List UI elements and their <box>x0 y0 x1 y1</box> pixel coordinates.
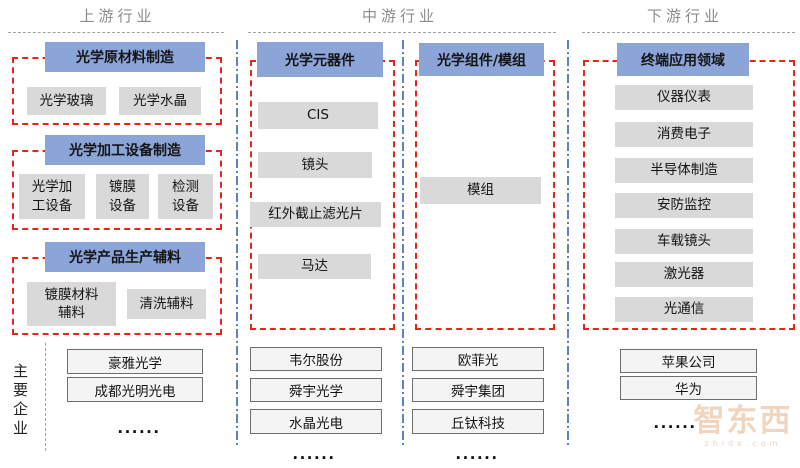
item-optical-processing-equipment: 光学加 工设备 <box>19 174 85 219</box>
section-label-upstream: 上游行业 <box>79 7 156 25</box>
downstream-ellipsis: ...... <box>653 414 697 432</box>
company-huawei: 华为 <box>620 376 757 400</box>
header-terminal-applications: 终端应用领域 <box>617 43 749 76</box>
company-sunny-optical: 舜宇光学 <box>250 378 382 402</box>
item-coating-materials: 镀膜材料 辅料 <box>27 282 116 326</box>
item-optical-communication: 光通信 <box>615 297 753 322</box>
enterprises-row-separator <box>45 343 46 451</box>
company-cdgm: 成都光明光电 <box>67 377 203 402</box>
header-optical-raw-materials: 光学原材料制造 <box>45 42 205 72</box>
row-label-main-enterprises: 主要企业 <box>11 363 29 439</box>
midstream1-ellipsis: ...... <box>292 445 336 463</box>
item-optical-crystal: 光学水晶 <box>119 87 201 115</box>
header-optical-components: 光学元器件 <box>257 42 383 77</box>
separator-midstream-columns <box>402 40 404 448</box>
section-label-midstream: 中游行业 <box>361 7 438 25</box>
downstream-divider-line <box>582 32 795 33</box>
item-laser: 激光器 <box>615 262 753 287</box>
watermark-logo: 智东西 <box>693 403 793 439</box>
item-cleaning-auxiliary: 清洗辅料 <box>127 289 206 319</box>
company-ofilm: 欧菲光 <box>412 347 544 371</box>
item-testing-equipment: 检测 设备 <box>158 174 213 219</box>
watermark: 智东西 zhidx.com <box>688 403 798 449</box>
company-crystal-optech: 水晶光电 <box>250 409 382 434</box>
item-cis: CIS <box>258 102 378 129</box>
item-instruments: 仪器仪表 <box>615 85 753 110</box>
midstream2-ellipsis: ...... <box>455 445 499 463</box>
company-sunny-group: 舜宇集团 <box>412 378 544 402</box>
watermark-domain: zhidx.com <box>704 439 782 448</box>
item-vehicle-lens: 车载镜头 <box>615 229 753 254</box>
upstream-ellipsis: ...... <box>117 419 161 437</box>
header-optical-production-auxiliary: 光学产品生产辅料 <box>45 242 205 272</box>
separator-midstream-downstream <box>567 40 569 448</box>
midstream-divider-line <box>248 32 556 33</box>
item-module: 模组 <box>420 177 541 204</box>
item-ir-cut-filter: 红外截止滤光片 <box>250 202 381 227</box>
item-lens: 镜头 <box>258 152 372 178</box>
company-hoya: 豪雅光学 <box>67 349 203 374</box>
company-qtech: 丘钛科技 <box>412 409 544 434</box>
item-consumer-electronics: 消费电子 <box>615 122 753 147</box>
company-apple: 苹果公司 <box>620 349 757 373</box>
item-coating-equipment: 镀膜 设备 <box>96 174 149 219</box>
item-motor: 马达 <box>258 254 371 279</box>
header-optical-modules: 光学组件/模组 <box>419 43 544 76</box>
separator-upstream-midstream <box>236 40 238 448</box>
item-semiconductor-manufacturing: 半导体制造 <box>615 158 753 183</box>
header-optical-processing-equipment: 光学加工设备制造 <box>45 135 205 165</box>
section-label-downstream: 下游行业 <box>646 7 723 25</box>
company-willsemi: 韦尔股份 <box>250 347 382 371</box>
midstream1-outline <box>250 60 395 330</box>
item-optical-glass: 光学玻璃 <box>27 87 106 115</box>
item-security-surveillance: 安防监控 <box>615 193 753 218</box>
upstream-divider-line <box>8 32 224 33</box>
